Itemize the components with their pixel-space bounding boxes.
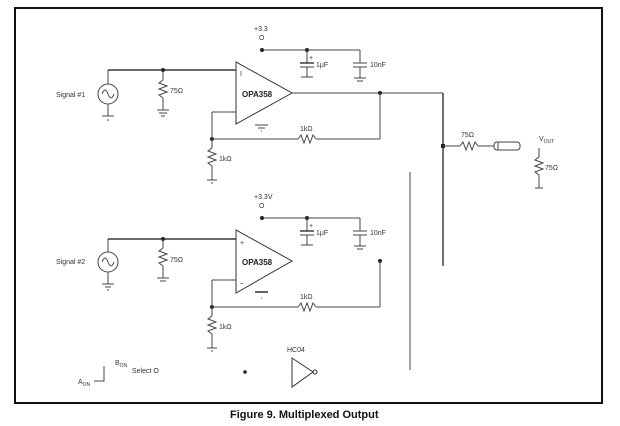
load-resistor-75: 75Ω <box>533 148 558 189</box>
capacitor-1uf-1: + 1µF <box>300 50 328 78</box>
svg-text:75Ω: 75Ω <box>170 88 183 95</box>
select-label: Select O <box>132 368 159 375</box>
svg-text:O: O <box>259 203 265 210</box>
svg-text:10nF: 10nF <box>370 230 386 237</box>
sine-wave-icon <box>101 257 115 267</box>
ground-resistor-2: 1kΩ <box>206 307 232 352</box>
svg-text:1µF: 1µF <box>316 62 328 69</box>
channel-2: Signal #2 75Ω + − OPA358 +3.3V O <box>56 194 386 352</box>
figure-caption: Figure 9. Multiplexed Output <box>230 409 379 421</box>
svg-text:+: + <box>309 55 313 62</box>
capacitor-1uf-2: + 1µF <box>300 218 328 246</box>
svg-text:1kΩ: 1kΩ <box>300 294 313 301</box>
series-resistor-75: 75Ω <box>459 132 479 152</box>
output-section: 75Ω VOUT 75Ω <box>409 93 558 370</box>
termination-resistor-1: 75Ω <box>157 70 183 117</box>
svg-text:1µF: 1µF <box>316 230 328 237</box>
svg-text:1kΩ: 1kΩ <box>219 324 232 331</box>
svg-text:O: O <box>259 35 265 42</box>
signal-2-label: Signal #2 <box>56 259 85 266</box>
feedback-resistor-1: 1kΩ <box>212 93 381 145</box>
opamp-2: + − OPA358 <box>235 229 294 299</box>
select-logic: AON BON Select O HC04 <box>78 347 318 388</box>
inverter-label: HC04 <box>287 347 305 354</box>
opamp-1: I OPA358 <box>235 61 294 132</box>
svg-text:1kΩ: 1kΩ <box>300 126 313 133</box>
svg-text:+: + <box>240 240 244 247</box>
svg-text:75Ω: 75Ω <box>170 257 183 264</box>
svg-text:OPA358: OPA358 <box>242 90 273 99</box>
svg-text:+: + <box>309 223 313 230</box>
coax-connector-icon <box>493 141 521 151</box>
supply-1-label: +3.3 <box>254 26 268 33</box>
ground-resistor-1: 1kΩ <box>206 139 232 184</box>
svg-text:75Ω: 75Ω <box>545 165 558 172</box>
supply-2-label: +3.3V <box>254 194 273 201</box>
signal-1-label: Signal #1 <box>56 92 85 99</box>
svg-text:75Ω: 75Ω <box>461 132 474 139</box>
termination-resistor-2: 75Ω <box>157 239 183 282</box>
a-on-label: AON <box>78 379 91 388</box>
channel-1: Signal #1 75Ω I OPA358 +3.3 <box>56 26 443 184</box>
inverter-icon <box>291 357 318 388</box>
capacitor-10nf-1: 10nF <box>353 50 386 82</box>
svg-text:OPA358: OPA358 <box>242 258 273 267</box>
svg-text:10nF: 10nF <box>370 62 386 69</box>
svg-text:1kΩ: 1kΩ <box>219 156 232 163</box>
figure-frame <box>14 7 603 404</box>
svg-text:−: − <box>240 281 244 288</box>
capacitor-10nf-2: 10nF <box>353 218 386 250</box>
sine-wave-icon <box>101 89 115 99</box>
b-on-label: BON <box>115 360 128 369</box>
svg-text:I: I <box>240 71 242 78</box>
feedback-resistor-2: 1kΩ <box>212 261 381 313</box>
vout-label: VOUT <box>539 136 554 145</box>
